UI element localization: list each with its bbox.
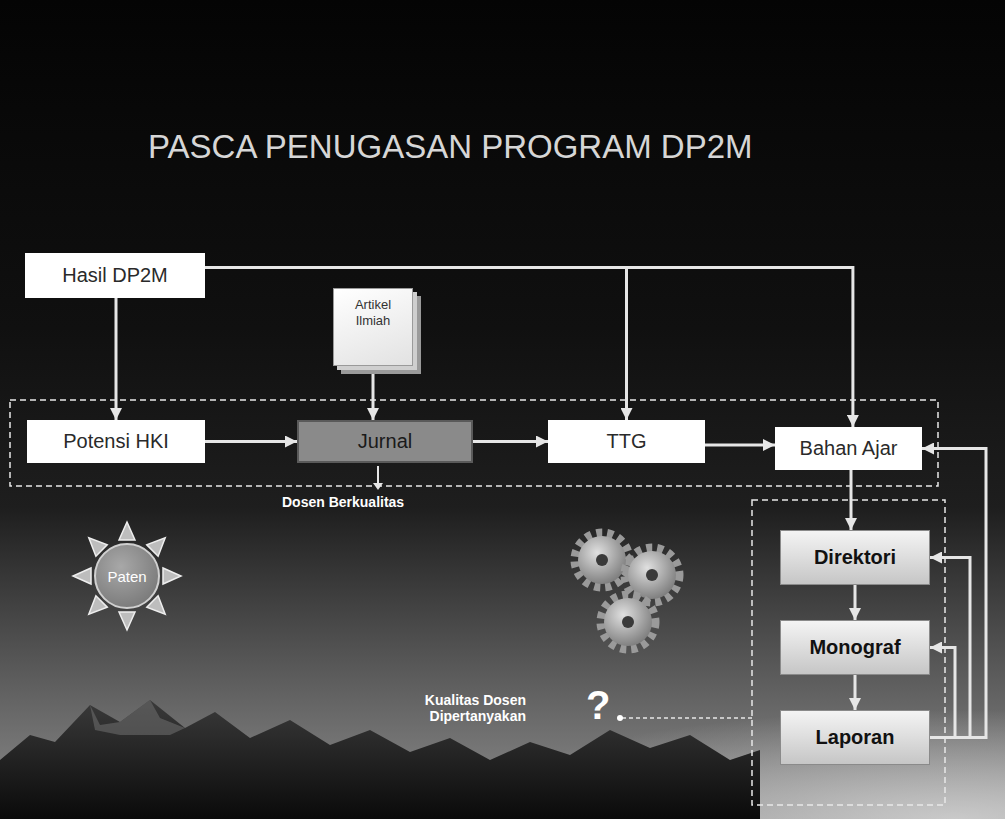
document-icon: Artikel Ilmiah <box>333 288 413 366</box>
flow-arrow <box>205 440 297 443</box>
dashed-region <box>752 500 945 805</box>
flow-arrow <box>930 558 970 738</box>
mountains <box>0 700 760 819</box>
flow-arrow <box>205 267 853 427</box>
dashed-region <box>10 400 938 486</box>
output-box: Direktori <box>780 530 930 585</box>
node-text: Direktori <box>814 546 896 569</box>
node-text: Artikel Ilmiah <box>340 297 406 330</box>
flow-arrow <box>922 449 986 738</box>
outcome-label: Dosen Berkualitas <box>282 494 482 510</box>
dashed-leader <box>622 717 752 719</box>
patent-circle: Paten <box>94 543 160 609</box>
node-text: Potensi HKI <box>63 430 169 453</box>
flow-arrow <box>372 366 375 420</box>
flow-arrow <box>705 444 775 447</box>
process-box: Bahan Ajar <box>775 427 922 470</box>
flow-arrow <box>850 470 853 530</box>
flow-arrow <box>930 648 955 738</box>
sun-rays <box>73 522 181 630</box>
gears-icon <box>575 533 679 649</box>
mountain-highlight <box>90 700 185 735</box>
output-box: Monograf <box>780 620 930 675</box>
flow-arrow <box>854 585 857 620</box>
process-box: Potensi HKI <box>27 420 205 463</box>
flow-arrow <box>854 675 857 710</box>
node-text: Jurnal <box>358 430 412 453</box>
flow-arrow <box>115 298 118 420</box>
flow-arrow <box>473 440 548 443</box>
diagram-title: PASCA PENUGASAN PROGRAM DP2M <box>148 128 753 166</box>
node-text: Bahan Ajar <box>800 437 898 460</box>
output-box: Laporan <box>780 710 930 765</box>
highlight-box: Jurnal <box>297 420 473 463</box>
outcome-label: Kualitas Dosen Dipertanyakan <box>408 692 526 724</box>
node-text: TTG <box>607 430 647 453</box>
glow <box>0 600 1005 819</box>
question-mark: ? <box>586 682 616 728</box>
arrow-head <box>373 483 383 490</box>
node-text: Laporan <box>816 726 895 749</box>
node-text: Hasil DP2M <box>62 264 168 287</box>
leader-dot <box>617 715 623 721</box>
source-box: Hasil DP2M <box>25 253 205 298</box>
process-box: TTG <box>548 420 705 463</box>
leader-arrow <box>377 466 379 484</box>
node-text: Paten <box>107 568 146 585</box>
node-text: Monograf <box>809 636 900 659</box>
flow-arrow <box>205 267 627 420</box>
